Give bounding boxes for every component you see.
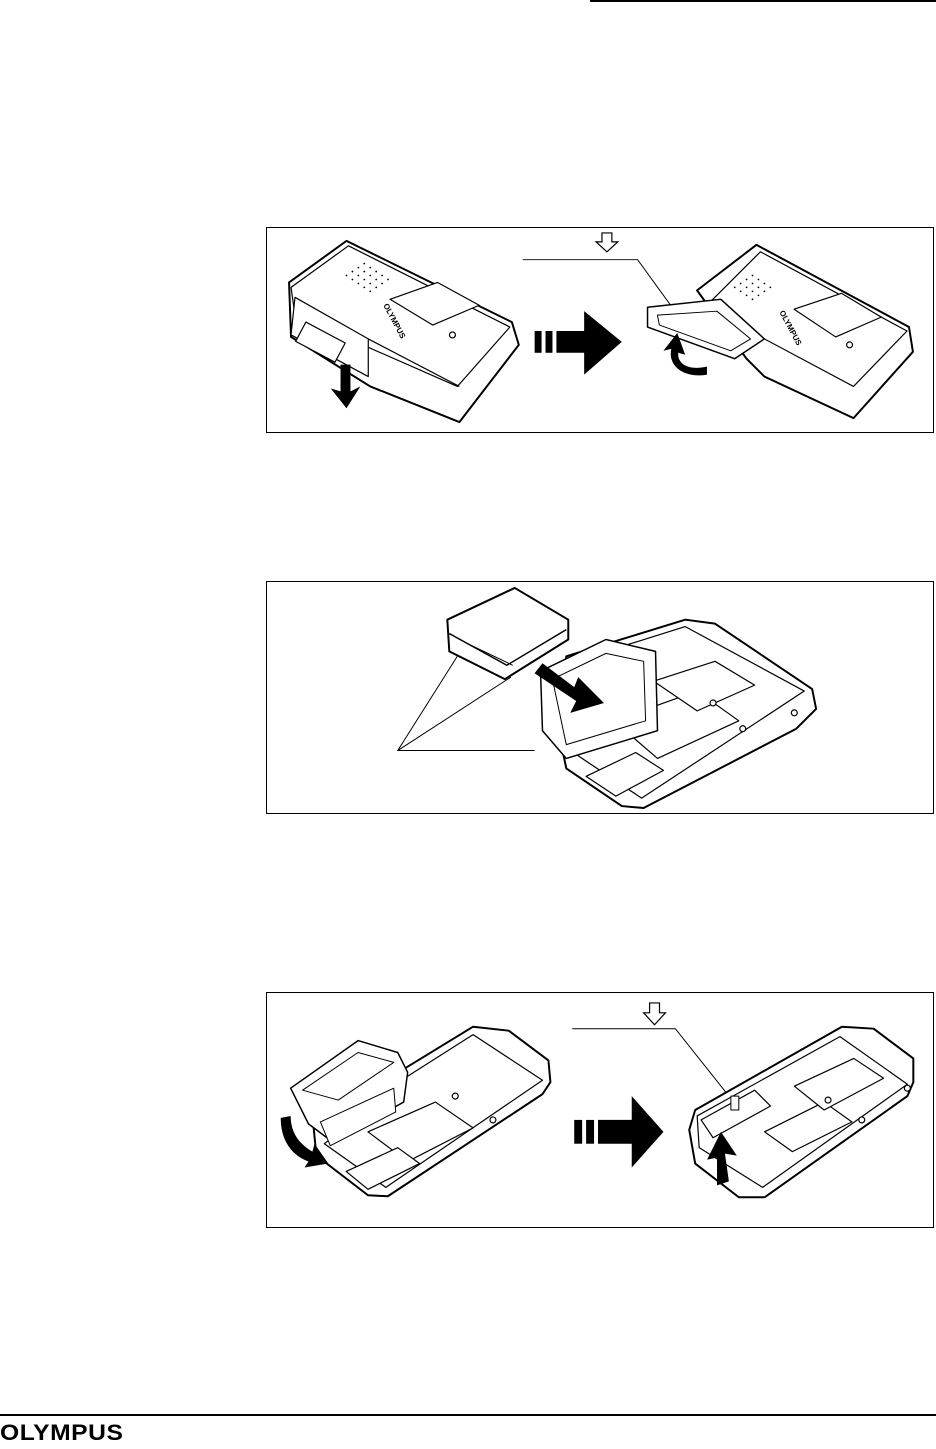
figure-1-illustration: OLYMPUS OLYMPUS xyxy=(267,228,933,432)
push-marker-icon xyxy=(596,233,618,252)
header-rule xyxy=(590,0,936,2)
figure-insert-battery xyxy=(266,581,934,814)
device-right xyxy=(648,245,913,418)
transition-arrow-icon xyxy=(574,1096,663,1167)
battery-pack xyxy=(447,588,568,679)
footer-rule xyxy=(0,1414,936,1416)
push-marker-icon xyxy=(644,1003,666,1025)
olympus-logo: OLYMPUS xyxy=(0,1420,124,1446)
figure-close-battery-cover xyxy=(266,992,934,1228)
figure-2-illustration xyxy=(267,582,933,813)
leader-line xyxy=(572,1029,729,1096)
figure-open-battery-cover: OLYMPUS OLYMPUS xyxy=(266,227,934,433)
transition-arrow-icon xyxy=(535,311,622,374)
figure-3-illustration xyxy=(267,993,933,1227)
